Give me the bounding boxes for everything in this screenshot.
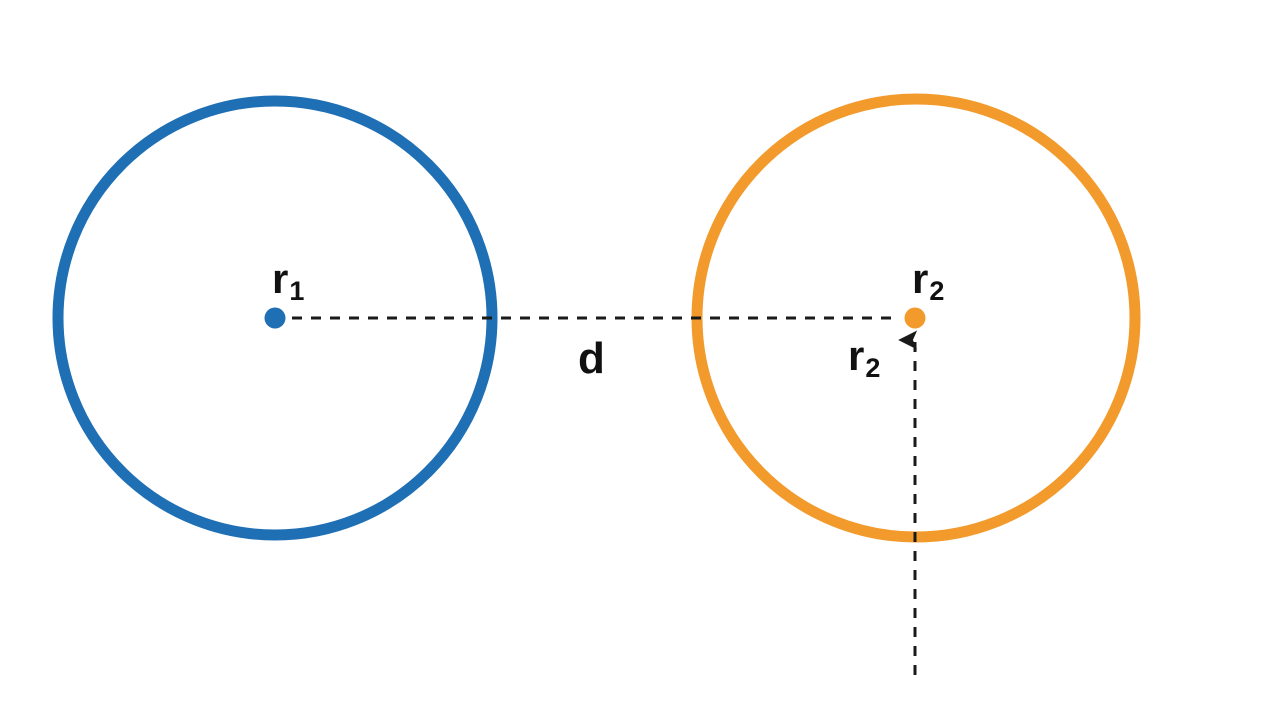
center-dot-blue bbox=[264, 307, 286, 329]
label-r1-subscript: 1 bbox=[289, 276, 305, 306]
label-distance-d: d bbox=[578, 337, 605, 381]
label-r2-bottom-subscript: 2 bbox=[865, 353, 881, 383]
label-r2-top: r2 bbox=[912, 255, 944, 305]
label-r2-top-base: r bbox=[912, 255, 929, 302]
label-r2-bottom-base: r bbox=[848, 332, 865, 379]
label-r1-base: r bbox=[272, 255, 289, 302]
center-dot-orange bbox=[904, 307, 926, 329]
label-r2-bottom: r2 bbox=[848, 332, 880, 382]
label-r2-top-subscript: 2 bbox=[929, 276, 945, 306]
label-distance-d-base: d bbox=[578, 334, 605, 383]
label-r1: r1 bbox=[272, 255, 304, 305]
